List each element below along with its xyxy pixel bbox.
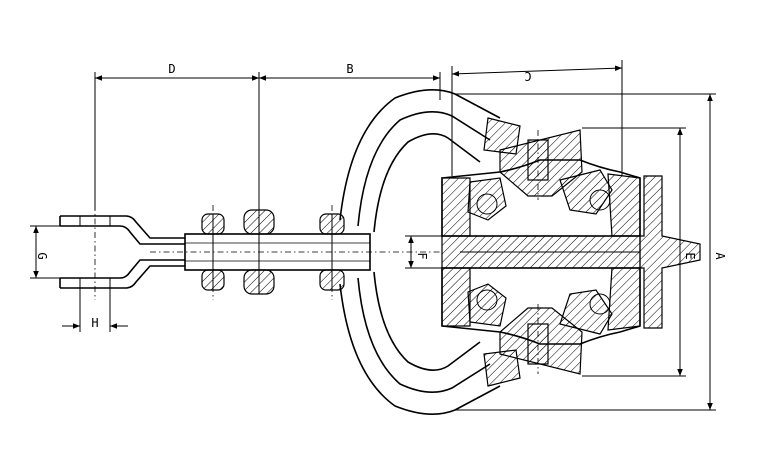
clevis-fork [59, 205, 185, 300]
shaft-coupling [150, 205, 440, 300]
label-d: D [168, 62, 175, 76]
dimension-lines [30, 60, 716, 411]
label-a: A [713, 252, 727, 260]
i-beam-rail [441, 175, 701, 329]
dimension-labels: D B C A E F G H [35, 62, 727, 330]
label-b: B [346, 62, 353, 76]
arc-arms [339, 89, 521, 415]
lower-arm-outer [339, 283, 501, 415]
label-e: E [683, 252, 697, 259]
label-f: F [415, 252, 429, 259]
dimension-line-c [451, 65, 623, 77]
upper-arm-outer [339, 89, 501, 221]
upper-wheel-assembly [441, 129, 641, 237]
label-c: C [524, 69, 531, 83]
label-h: H [91, 316, 98, 330]
lower-wheel-assembly [441, 267, 641, 375]
label-g: G [35, 252, 49, 259]
i-beam-section [639, 175, 701, 329]
